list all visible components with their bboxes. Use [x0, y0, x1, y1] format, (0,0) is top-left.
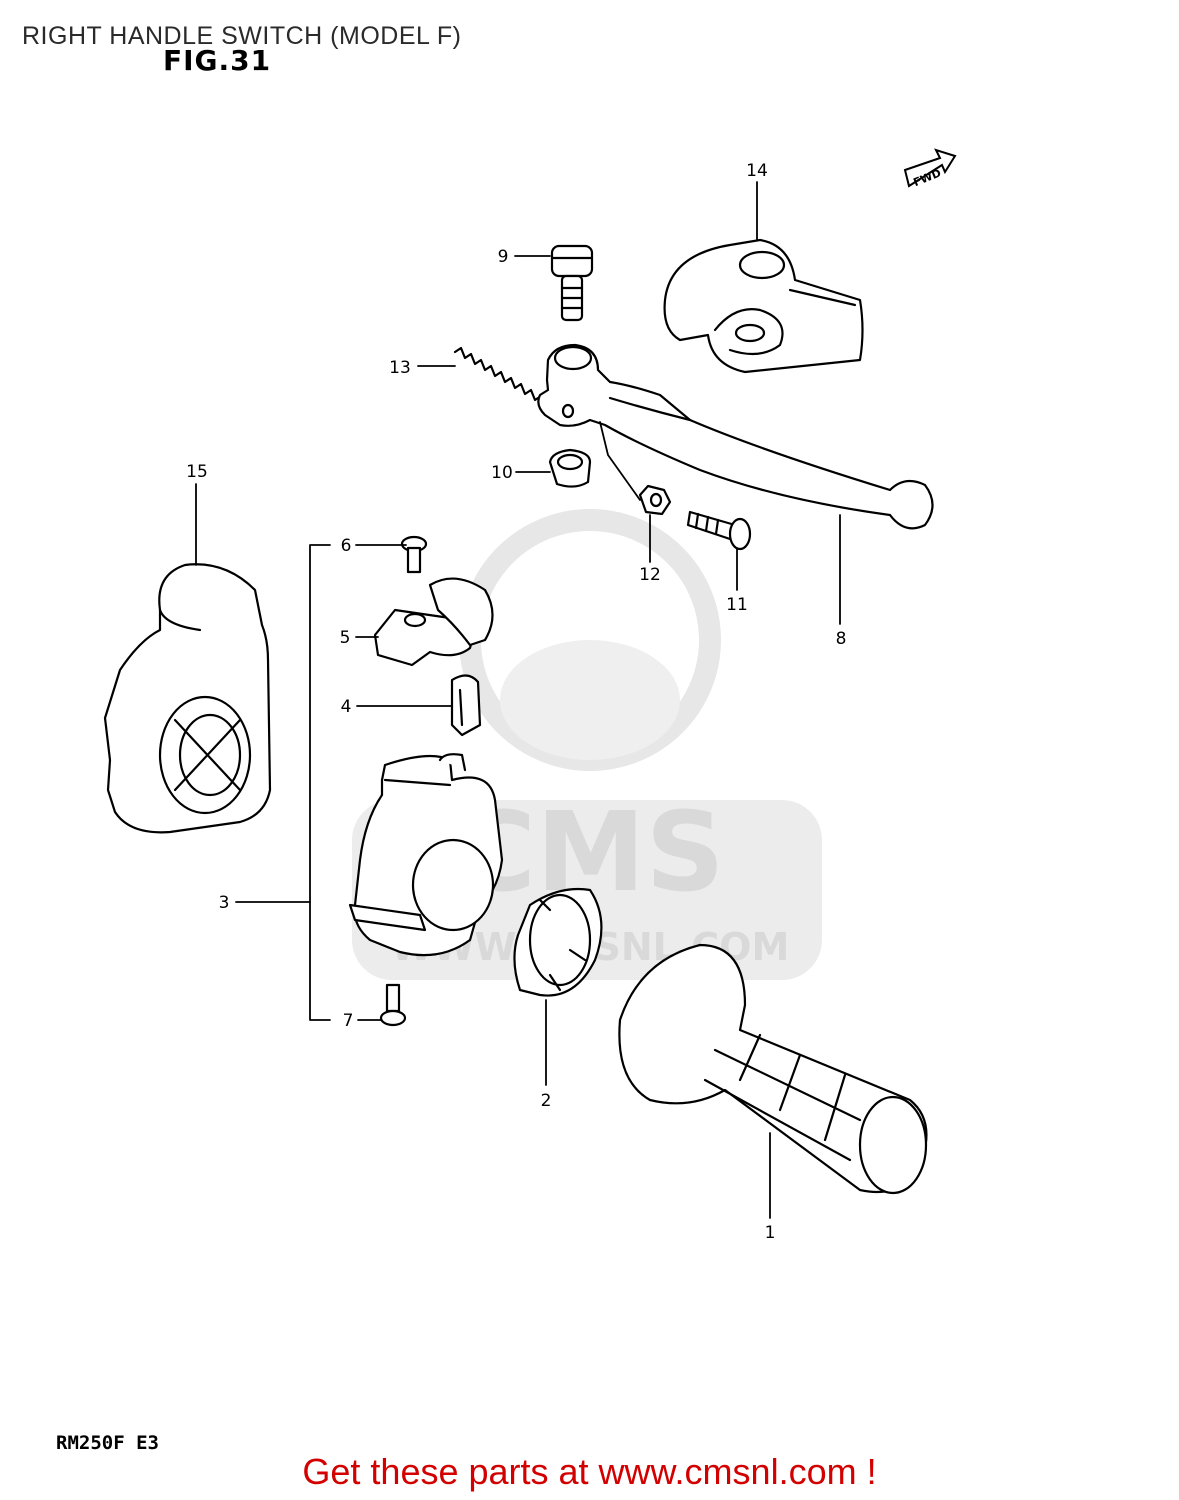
callout-6: 6	[341, 536, 352, 556]
callout-12: 12	[639, 565, 661, 585]
part-11-bolt	[686, 510, 752, 551]
part-15-housing-cover	[103, 563, 272, 834]
part-4-switch-knob	[450, 674, 482, 737]
leader-lines	[195, 181, 841, 1219]
callout-13: 13	[389, 358, 411, 378]
callout-1: 1	[765, 1223, 776, 1243]
callout-4: 4	[341, 697, 352, 717]
callout-3: 3	[219, 893, 230, 913]
footer-promo-text: Get these parts at www.cmsnl.com !	[302, 1451, 877, 1492]
part-8-lever	[537, 343, 934, 530]
page-title: RIGHT HANDLE SWITCH (MODEL F)	[22, 22, 462, 50]
callout-14: 14	[746, 161, 768, 181]
part-9-pivot-bolt	[550, 244, 594, 322]
forward-arrow-icon: FWD	[903, 148, 957, 189]
callout-10: 10	[491, 463, 513, 483]
callout-11: 11	[726, 595, 748, 615]
part-2-throttle-collar	[513, 887, 603, 997]
part-12-nut	[638, 484, 672, 516]
part-13-spring	[453, 346, 553, 408]
callout-7: 7	[343, 1011, 354, 1031]
callout-15: 15	[186, 462, 208, 482]
part-14-lever-cover	[663, 238, 864, 374]
part-7-screw	[379, 983, 407, 1027]
part-1-grip	[618, 943, 928, 1195]
callout-2: 2	[541, 1091, 552, 1111]
part-5-clamp	[373, 577, 494, 667]
figure-number: FIG.31	[163, 44, 272, 77]
part-6-screw	[400, 535, 428, 574]
part-10-nut	[548, 448, 592, 488]
part-3-switch-housing	[348, 753, 504, 957]
callout-9: 9	[498, 247, 509, 267]
callout-numbers: 1 2 3 4 5 6 7 8 9 10 11 12 13 14 15	[186, 161, 846, 1243]
callout-5: 5	[340, 628, 351, 648]
callout-8: 8	[836, 629, 847, 649]
model-code: RM250F E3	[56, 1432, 159, 1454]
